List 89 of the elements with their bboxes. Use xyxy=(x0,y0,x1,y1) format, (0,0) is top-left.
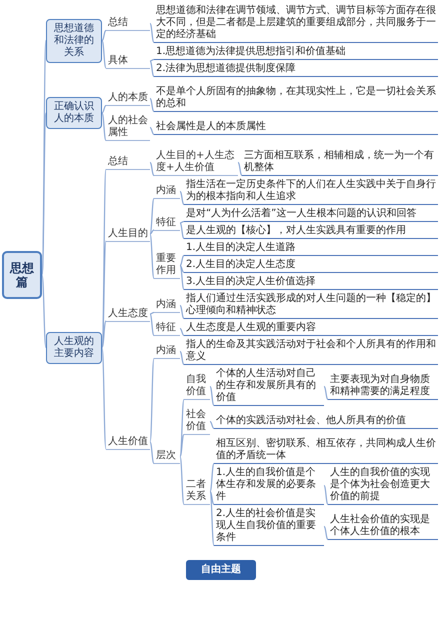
topic-text: 三方面相互联系，相辅相成，统一为一个有机整体 xyxy=(242,149,438,176)
topic-text: 1.人生的自我价值是个体生存和发展的必要条件 xyxy=(214,466,324,505)
topic-text: 社会属性是人的本质属性 xyxy=(154,120,438,135)
topic-text: 思想道德和法律在调节领域、调节方式、调节目标等方面存在很大不同，但是二者都是上层建筑的重要组成部分，共同服务于一定的经济基础 xyxy=(154,4,438,43)
topic-text: 指人们通过生活实践形成的对人生问题的一种【稳定的】心理倾向和精神状态 xyxy=(184,292,438,319)
branch-label: 自我价值 xyxy=(184,373,210,400)
branch-label: 内涵 xyxy=(154,298,180,313)
connector xyxy=(180,191,184,205)
connector xyxy=(179,434,185,457)
topic-text: 是对“人为什么活着”这一人生根本问题的认识和回答 xyxy=(184,207,438,222)
central-topic-box: 思想篇 xyxy=(2,251,42,299)
topic-text: 1.思想道德为法律提供思想指引和价值基础 xyxy=(154,45,438,60)
topic-text: 相互区别、密切联系、相互依存，共同构成人生价值的矛盾统一体 xyxy=(214,437,438,464)
connector xyxy=(150,98,154,112)
connector xyxy=(150,60,154,77)
branch-label: 特征 xyxy=(154,216,180,230)
connector xyxy=(150,58,154,62)
floating-topic-box: 自由主题 xyxy=(186,560,256,580)
topic-text: 3.人生目的决定人生价值选择 xyxy=(184,275,438,290)
connector xyxy=(180,222,184,239)
branch-label: 重要作用 xyxy=(154,252,180,279)
topic-text: 2.人生目的决定人生态度 xyxy=(184,258,438,273)
connector xyxy=(180,255,184,266)
topic-text: 个体的人生活动对自己的生存和发展所具有的价值 xyxy=(214,367,324,406)
connector xyxy=(101,320,107,348)
branch-label: 总结 xyxy=(106,155,150,170)
topic-box: 人生观的主要内容 xyxy=(46,332,102,364)
connector xyxy=(179,265,185,290)
connector xyxy=(149,442,155,464)
connector xyxy=(179,456,185,505)
connector xyxy=(180,305,184,319)
connector xyxy=(149,314,155,336)
connector xyxy=(102,105,106,114)
topic-text: 2.法律为思想道德提供制度保障 xyxy=(154,62,438,77)
branch-label: 内涵 xyxy=(154,184,180,199)
branch-label: 二者关系 xyxy=(184,478,210,505)
connector xyxy=(324,485,328,505)
branch-label: 特征 xyxy=(154,321,180,336)
branch-label: 人的社会属性 xyxy=(106,114,150,141)
topic-text: 是人生观的【核心】，对人生实践具有重要的作用 xyxy=(184,224,438,239)
branch-label: 人生目的 xyxy=(106,226,150,242)
topic-text: 指人的生命及其实践活动对于社会和个人所具有的作用和意义 xyxy=(184,338,438,365)
connector xyxy=(149,198,155,234)
branch-label: 人生价值 xyxy=(106,434,150,450)
topic-text: 不是单个人所固有的抽象物，在其现实性上，它是一切社会关系的总和 xyxy=(154,85,438,112)
connector xyxy=(149,234,155,279)
connector xyxy=(180,351,184,365)
topic-box: 思想道德和法律的关系 xyxy=(46,18,102,62)
connector xyxy=(210,421,214,429)
connector xyxy=(210,386,214,406)
connector xyxy=(209,491,215,546)
connector xyxy=(210,491,214,505)
connector xyxy=(209,463,215,492)
branch-label: 人生态度 xyxy=(106,306,150,322)
connector xyxy=(101,347,107,450)
connector xyxy=(149,358,155,442)
connector xyxy=(324,526,328,540)
connector xyxy=(324,386,328,400)
connector xyxy=(180,220,184,224)
connector xyxy=(180,328,184,336)
branch-label: 人的本质 xyxy=(106,91,150,106)
topic-text: 人生社会价值的实现是个体人生价值的根本 xyxy=(328,513,438,540)
connector xyxy=(238,162,242,176)
branch-label: 总结 xyxy=(106,16,150,31)
connector xyxy=(179,399,185,457)
branch-label: 社会价值 xyxy=(184,408,210,435)
connector xyxy=(41,274,47,348)
topic-text: 指生活在一定历史条件下的人们在人生实践中关于自身行为的根本指向和人生追求 xyxy=(184,178,438,205)
connector xyxy=(150,162,154,176)
branch-label: 具体 xyxy=(106,54,150,68)
topic-text: 主要表现为对自身物质和精神需要的满足程度 xyxy=(328,373,438,400)
topic-text: 个体的实践活动对社会、他人所具有的价值 xyxy=(214,414,438,429)
topic-text: 人生态度是人生观的重要内容 xyxy=(184,321,438,336)
branch-label: 层次 xyxy=(154,449,180,464)
connector xyxy=(102,30,106,41)
topic-box: 正确认识人的本质 xyxy=(46,97,102,129)
connector xyxy=(101,112,107,141)
topic-text: 2.人生的社会价值是实现人生自我价值的重要条件 xyxy=(214,507,324,546)
connector xyxy=(150,229,154,235)
connector xyxy=(150,23,154,43)
connector xyxy=(150,127,154,135)
topic-text: 人生的自我价值的实现是个体为社会创造更大价值的前提 xyxy=(328,466,438,505)
topic-text: 1.人生目的决定人生道路 xyxy=(184,241,438,256)
branch-label: 人生目的+人生态度+人生价值 xyxy=(154,149,238,176)
connector xyxy=(41,112,47,276)
connector xyxy=(180,265,184,273)
connector xyxy=(150,312,154,315)
branch-label: 内涵 xyxy=(154,344,180,359)
connector xyxy=(101,40,107,68)
